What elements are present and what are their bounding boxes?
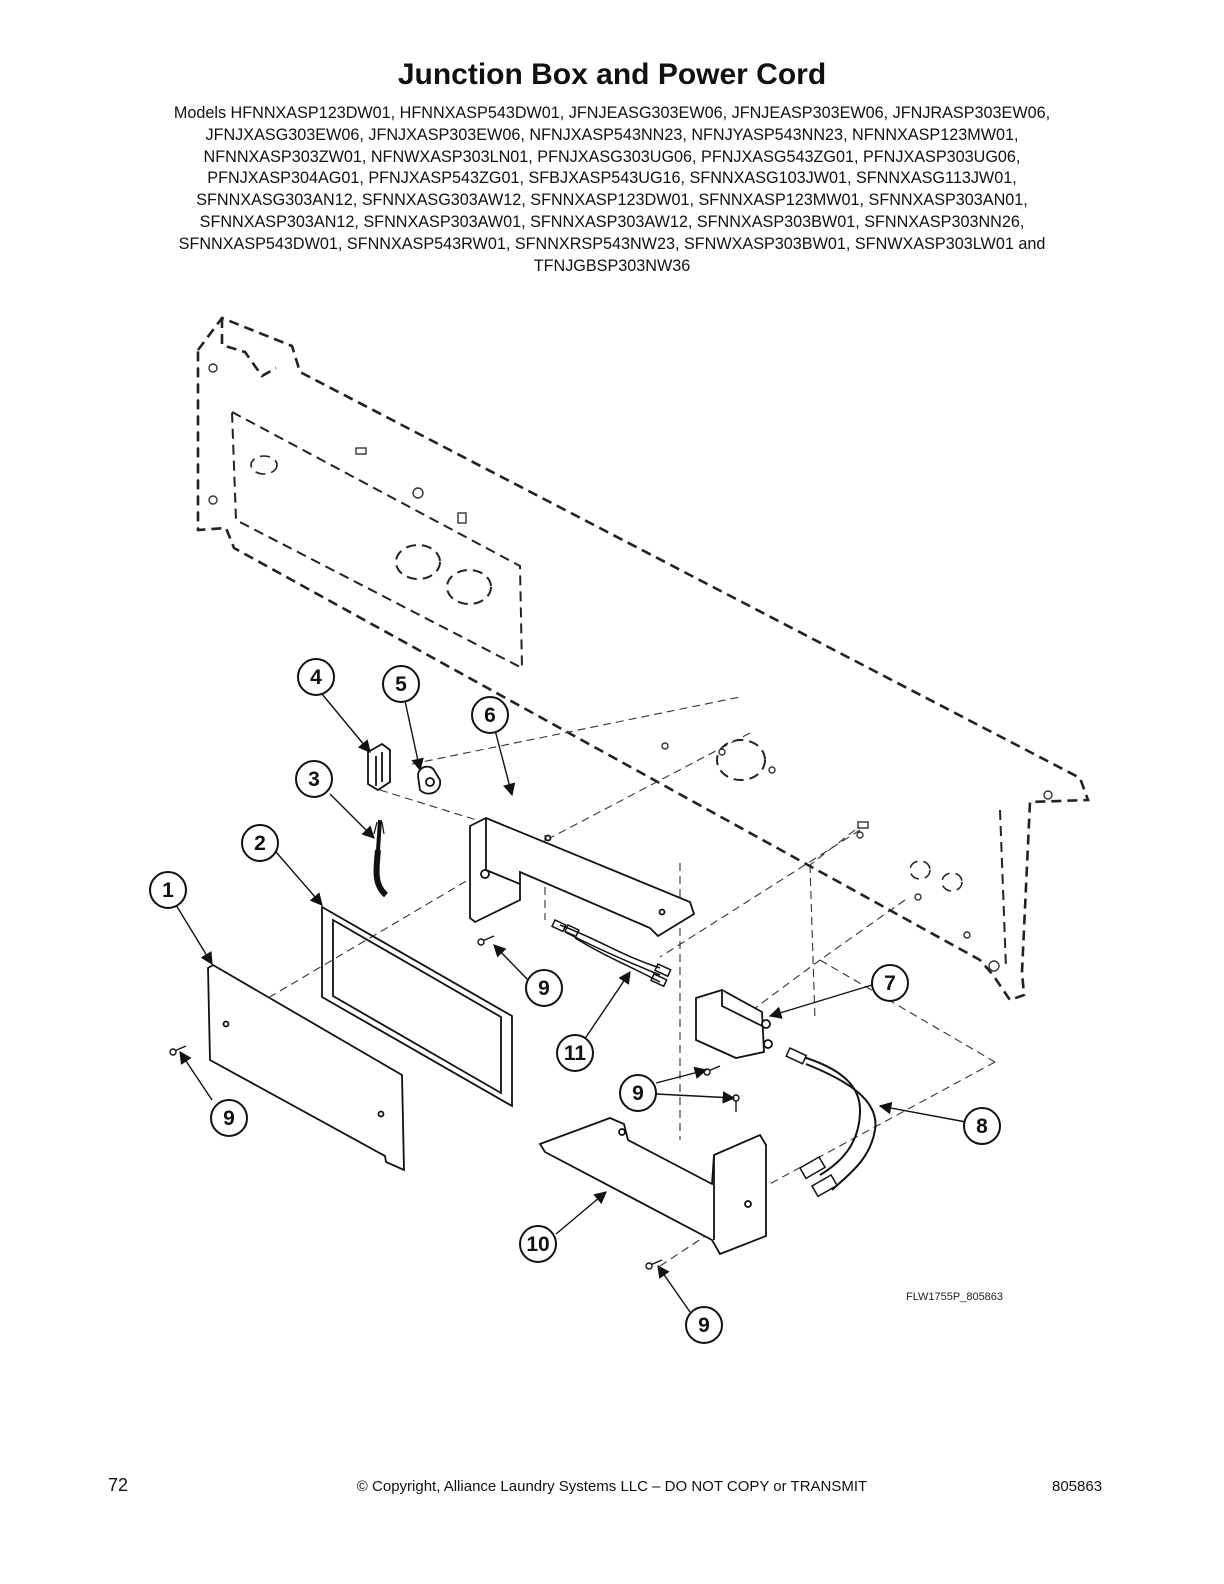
part-3-power-cord (373, 819, 389, 898)
callout-2: 2 (241, 824, 279, 862)
callout-9-c-label: 9 (632, 1082, 644, 1105)
callout-2-label: 2 (254, 832, 266, 855)
part-2-gasket (321, 905, 513, 1108)
part-6-bracket (469, 817, 696, 938)
screws (169, 935, 740, 1270)
models-line: SFNNXASG303AN12, SFNNXASG303AW12, SFNNXA… (196, 191, 1028, 210)
page-number: 72 (108, 1475, 129, 1495)
callout-3-label: 3 (308, 768, 320, 791)
callout-9-d-label: 9 (698, 1314, 710, 1337)
callout-8-label: 8 (976, 1115, 988, 1138)
callout-7: 7 (871, 964, 909, 1002)
callout-1-label: 1 (162, 879, 174, 902)
callout-9-b: 9 (210, 1099, 248, 1137)
back-panel-holes (208, 363, 1053, 972)
callout-5: 5 (382, 665, 420, 703)
callout-11-label: 11 (564, 1042, 587, 1065)
callout-9-d: 9 (685, 1306, 723, 1344)
callout-5-label: 5 (395, 673, 407, 696)
models-line: SFNNXASP543DW01, SFNNXASP543RW01, SFNNXR… (178, 234, 1046, 253)
callout-11: 11 (556, 1034, 594, 1072)
models-list: Models HFNNXASP123DW01, HFNNXASP543DW01,… (112, 103, 1112, 277)
leader-arrows (175, 693, 967, 1313)
callout-10-label: 10 (526, 1233, 549, 1256)
part-7-junction-block (695, 989, 773, 1059)
callout-1: 1 (149, 871, 187, 909)
callout-4: 4 (297, 658, 335, 696)
part-11-harness (551, 919, 672, 988)
part-1-cover-plate (207, 963, 405, 1172)
models-line: SFNNXASP303AN12, SFNNXASP303AW01, SFNNXA… (199, 212, 1025, 231)
part-10-lower-bracket (538, 1117, 767, 1256)
models-line: Models HFNNXASP123DW01, HFNNXASP543DW01,… (173, 104, 1051, 122)
document-number: 805863 (1052, 1478, 1103, 1495)
models-line: TFNJGBSP303NW36 (533, 256, 691, 275)
callout-7-label: 7 (884, 972, 896, 995)
models-line: PFNJXASP304AG01, PFNJXASP543ZG01, SFBJXA… (207, 169, 1017, 188)
part-4-bushing (367, 742, 391, 792)
part-5-clamp (417, 765, 441, 795)
callout-4-label: 4 (310, 666, 322, 689)
callout-3: 3 (295, 760, 333, 798)
callout-9-a-label: 9 (538, 977, 550, 1000)
figure-code: FLW1755P_805863 (906, 1291, 1003, 1303)
back-panel-dashed (196, 316, 1090, 1002)
callout-9-a: 9 (525, 969, 563, 1007)
callouts: 1 2 3 4 5 6 7 8 9 9 9 9 10 11 (149, 658, 1001, 1344)
models-line: JFNJXASG303EW06, JFNJXASP303EW06, NFNJXA… (205, 125, 1019, 144)
callout-9-c: 9 (619, 1074, 657, 1112)
callout-9-b-label: 9 (223, 1107, 235, 1130)
page-title: Junction Box and Power Cord (397, 58, 827, 91)
callout-8: 8 (963, 1107, 1001, 1145)
callout-6-label: 6 (484, 704, 496, 727)
callout-10: 10 (519, 1225, 557, 1263)
copyright-notice: © Copyright, Alliance Laundry Systems LL… (356, 1478, 868, 1495)
callout-6: 6 (471, 696, 509, 734)
part-8-wire-lead (785, 1047, 877, 1198)
models-line: NFNNXASP303ZW01, NFNWXASP303LN01, PFNJXA… (203, 147, 1021, 166)
